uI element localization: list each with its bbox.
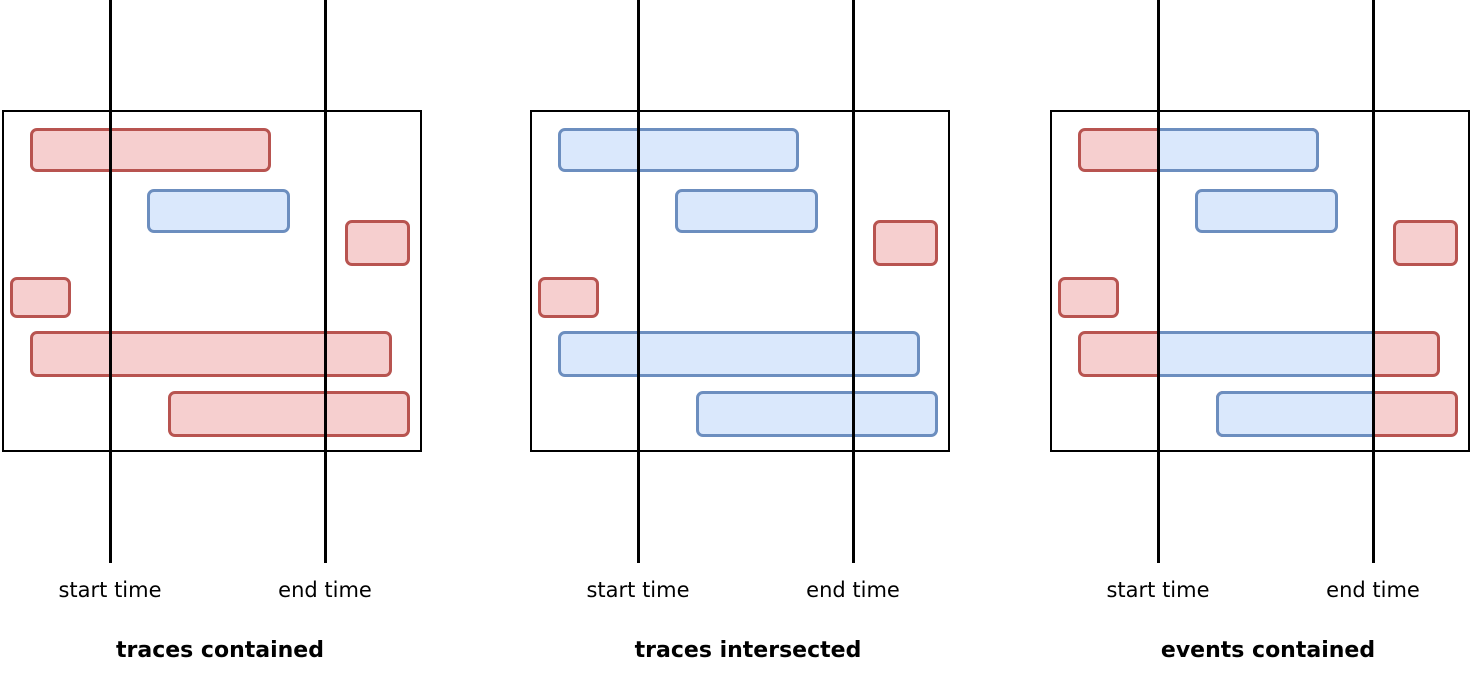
start-time-label: start time xyxy=(1106,578,1210,602)
bar-red-3 xyxy=(345,220,410,266)
end-time-line xyxy=(852,0,855,563)
panel-events-contained: start time end time events contained xyxy=(1048,0,1474,674)
bar-blue-2 xyxy=(675,189,818,233)
bar-blue-2 xyxy=(1195,189,1338,233)
bar-clip-region-5 xyxy=(1157,331,1372,377)
bar-blue-overlay-6 xyxy=(1216,391,1372,437)
end-time-line xyxy=(1372,0,1375,563)
bar-red-3 xyxy=(1393,220,1458,266)
end-time-label: end time xyxy=(806,578,900,602)
end-time-label: end time xyxy=(278,578,372,602)
time-window-box xyxy=(530,110,950,452)
end-time-label: end time xyxy=(1326,578,1420,602)
bar-blue-6 xyxy=(696,391,938,437)
start-time-label: start time xyxy=(58,578,162,602)
panel-title-traces-intersected: traces intersected xyxy=(634,638,862,663)
bar-clip-region-6 xyxy=(1216,391,1372,437)
bar-red-1 xyxy=(30,128,271,172)
start-time-line xyxy=(109,0,112,563)
panel-traces-intersected: start time end time traces intersected xyxy=(528,0,968,674)
start-time-line xyxy=(637,0,640,563)
bar-red-4 xyxy=(1058,277,1119,318)
bar-blue-overlay-1 xyxy=(1157,128,1319,172)
bar-blue-overlay-5 xyxy=(1157,331,1372,377)
bar-red-4 xyxy=(538,277,599,318)
bar-blue-1 xyxy=(558,128,799,172)
panel-title-events-contained: events contained xyxy=(1160,638,1376,663)
start-time-line xyxy=(1157,0,1160,563)
panel-title-traces-contained: traces contained xyxy=(116,638,324,663)
panel-traces-contained: start time end time traces contained xyxy=(0,0,440,674)
start-time-label: start time xyxy=(586,578,690,602)
bar-clip-region-1 xyxy=(1157,128,1319,172)
bar-red-3 xyxy=(873,220,938,266)
bar-red-4 xyxy=(10,277,71,318)
bar-red-5 xyxy=(30,331,392,377)
time-window-box xyxy=(1050,110,1470,452)
bar-blue-2 xyxy=(147,189,290,233)
end-time-line xyxy=(324,0,327,563)
time-window-box xyxy=(2,110,422,452)
bar-red-6 xyxy=(168,391,410,437)
bar-blue-5 xyxy=(558,331,920,377)
